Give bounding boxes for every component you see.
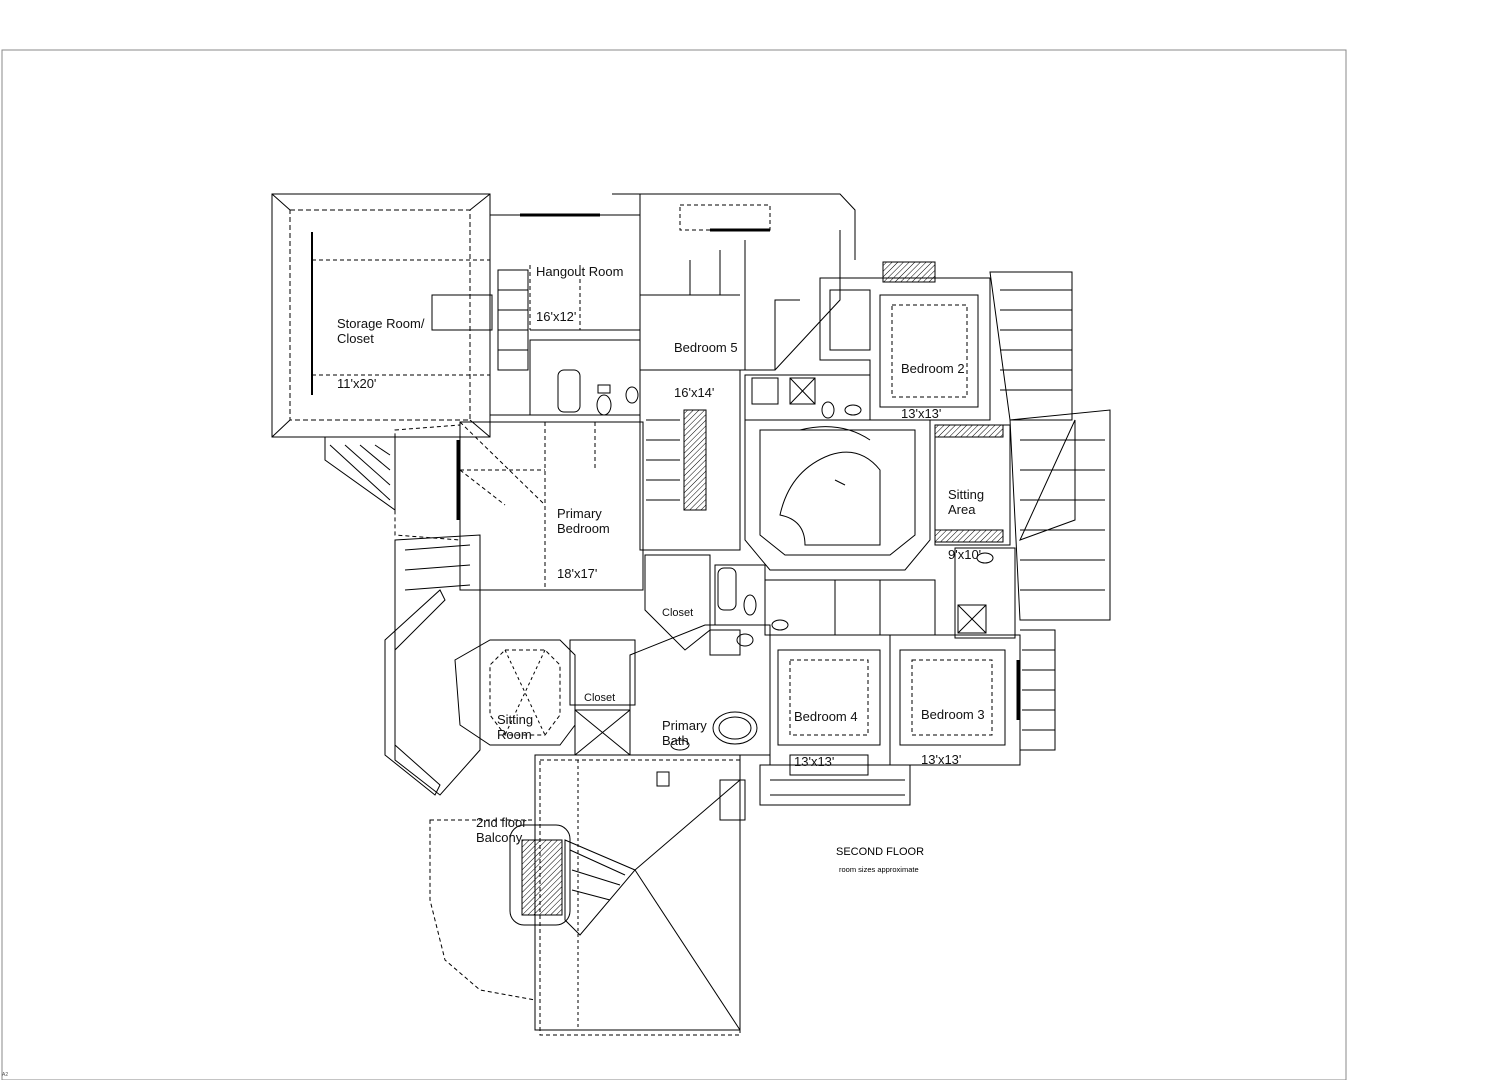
room-label-hangout: Hangout Room 16'x12' [536, 234, 623, 339]
room-name: Sitting Room [497, 712, 534, 742]
corner-mark: A2 [2, 1072, 9, 1078]
plan-title: SECOND FLOOR [836, 846, 925, 858]
bedroom-3-walls [889, 634, 1021, 766]
curved-stair-hall [744, 419, 931, 571]
bedroom-2-bath [744, 374, 871, 421]
plan-subtitle: room sizes approximate [839, 865, 919, 874]
room-name: Bedroom 2 [901, 361, 965, 376]
room-name: Hangout Room [536, 264, 624, 279]
sheet-border [1, 49, 1347, 1080]
room-name: Primary Bedroom [557, 506, 610, 536]
main-stair [639, 369, 741, 551]
room-name: Sitting Area [948, 487, 985, 517]
room-size: 13'x13' [921, 752, 962, 767]
porch-roof-area [429, 754, 746, 1036]
room-size: 13'x13' [794, 754, 835, 769]
room-label-sitting-area: Sitting Area 9'x10' [948, 457, 984, 577]
room-name: Primary Bath [662, 718, 707, 748]
closet-upper-walls [644, 554, 711, 651]
middle-bath-fixtures [714, 547, 1016, 639]
sitting-room-walls [454, 639, 576, 746]
lower-roof [759, 764, 911, 806]
room-label-balcony: 2nd floor Balcony [476, 785, 527, 860]
room-name: Storage Room/ Closet [337, 316, 425, 346]
room-size: 11'x20' [337, 376, 377, 391]
room-label-bedroom-4: Bedroom 4 13'x13' [794, 679, 858, 784]
room-size: 9'x10' [948, 547, 982, 562]
left-deck [324, 436, 396, 511]
room-name: Bedroom 3 [921, 707, 985, 722]
room-size: 18'x17' [557, 566, 598, 581]
room-label-closet-upper: Closet [662, 581, 693, 633]
room-label-primary-bedroom: Primary Bedroom 18'x17' [557, 476, 610, 596]
upper-bath-fixtures [529, 339, 641, 416]
room-label-sitting-room: Sitting Room [497, 682, 533, 757]
room-label-bedroom-3: Bedroom 3 13'x13' [921, 677, 985, 782]
room-name: Bedroom 5 [674, 340, 738, 355]
room-size: 16'x14' [674, 385, 715, 400]
hangout-room-walls [489, 213, 641, 416]
room-label-storage: Storage Room/ Closet 11'x20' [337, 286, 424, 406]
sitting-area-walls [934, 424, 1011, 546]
roof-right [989, 271, 1111, 751]
room-name: 2nd floor Balcony [476, 815, 527, 845]
closet-lower-walls [569, 639, 636, 706]
room-size: 13'x13' [901, 406, 942, 421]
room-label-bedroom-2: Bedroom 2 13'x13' [901, 331, 965, 436]
room-name: Closet [584, 692, 616, 704]
room-name: Bedroom 4 [794, 709, 858, 724]
room-name: Closet [662, 607, 694, 619]
room-label-closet-lower: Closet [584, 666, 615, 718]
primary-bath-walls [574, 624, 771, 756]
bay-window-balcony [384, 534, 481, 796]
room-size: 16'x12' [536, 309, 577, 324]
room-label-primary-bath: Primary Bath [662, 688, 707, 763]
room-label-bedroom-5: Bedroom 5 16'x14' [674, 310, 738, 415]
